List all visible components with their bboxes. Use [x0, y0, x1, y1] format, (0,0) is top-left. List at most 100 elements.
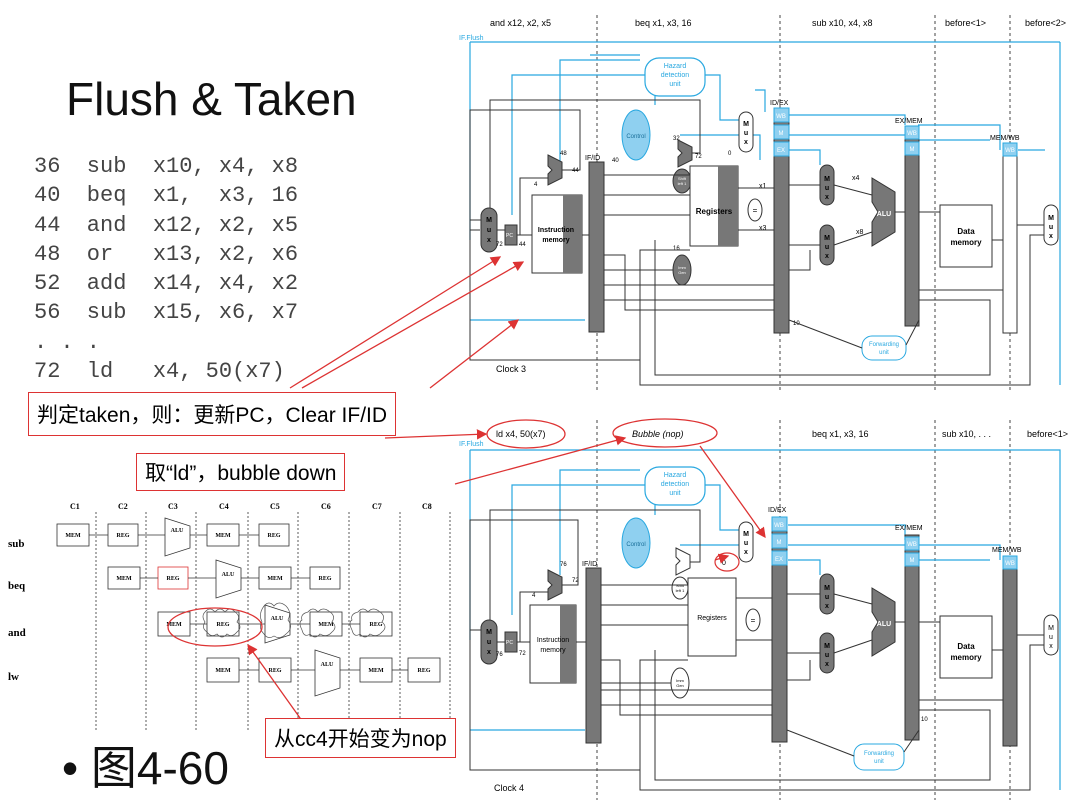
mux-label: x: [487, 649, 491, 656]
mux-label: u: [487, 227, 491, 234]
unit-label: MEM: [166, 622, 182, 628]
imem-label: memory: [540, 647, 566, 654]
m-label: M: [777, 540, 782, 546]
mux-label: x: [825, 661, 829, 668]
pc-adder: [547, 569, 563, 601]
mux-label: u: [825, 185, 829, 192]
const-label: 0: [728, 151, 732, 157]
m-label: M: [779, 131, 784, 137]
control-label: Control: [626, 542, 645, 548]
shift-label: left 1: [676, 588, 685, 593]
registers-label: Registers: [696, 207, 733, 216]
eq-label: =: [753, 206, 758, 215]
forwarding-unit: [853, 743, 905, 771]
num-label: 72: [496, 242, 503, 248]
unit-label: MEM: [215, 533, 231, 539]
num-label: 10: [793, 321, 800, 327]
m-field: [771, 533, 788, 549]
imm-label: Imm: [678, 265, 686, 270]
code-line: . . .: [34, 329, 101, 355]
equal-comparator: [745, 608, 761, 632]
instr-label: beq: [8, 580, 26, 592]
m-field: [773, 124, 790, 140]
unit-label: REG: [318, 576, 331, 582]
stage-label: sub x10, . . .: [942, 429, 991, 439]
cycle-label: C2: [118, 502, 128, 511]
hazard-label: Hazard: [664, 63, 687, 70]
code-line: 48 or x13, x2, x6: [34, 241, 299, 267]
mem-wb-register: [1002, 555, 1018, 747]
code-line: 40 beq x1, x3, 16: [34, 183, 299, 209]
num-label: 4: [532, 593, 536, 599]
forwarding-label: unit: [874, 759, 884, 765]
if-id-register: [585, 567, 602, 744]
code-line: 56 sub x15, x6, x7: [34, 300, 299, 326]
wb-label: WB: [907, 131, 917, 137]
dmem-label: memory: [950, 238, 982, 247]
datapath-top: and x12, x2, x5 beq x1, x3, 16 sub x10, …: [459, 15, 1066, 390]
equal-comparator: [747, 198, 763, 222]
if-flush-label: IF.Flush: [459, 441, 484, 448]
num-label: 40: [612, 158, 619, 164]
stage-label: before<1>: [945, 18, 986, 28]
mux-label: u: [825, 652, 829, 659]
alu-label: ALU: [877, 211, 891, 218]
unit-label: ALU: [222, 572, 235, 578]
mux-label: M: [1048, 625, 1054, 632]
code-line: 52 add x14, x4, x2: [34, 271, 299, 297]
imem-label: memory: [542, 237, 569, 244]
mux-label: M: [743, 531, 749, 538]
forwarding-unit: [861, 335, 907, 361]
mux-label: M: [824, 176, 830, 183]
imem-label: Instruction: [537, 637, 569, 644]
mux-label: x: [744, 549, 748, 556]
cycle-label: C5: [270, 502, 280, 511]
callout-taken: 判定taken，则：更新PC，Clear IF/ID: [28, 392, 397, 436]
m-label: M: [910, 147, 915, 153]
branch-adder: [677, 139, 693, 168]
wb-field: [1002, 555, 1018, 570]
dmem-label: Data: [957, 227, 975, 236]
unit-label: MEM: [368, 668, 384, 674]
reg-label: x8: [856, 229, 864, 236]
zero-highlight: [714, 552, 740, 572]
mem-wb-register: [1002, 142, 1018, 334]
stage-label: Bubble (nop): [632, 429, 684, 439]
num-label: 10: [921, 717, 928, 723]
dmem-label: Data: [957, 642, 975, 651]
code-line: 72 ld x4, 50(x7): [34, 359, 285, 385]
mux-label: M: [824, 643, 830, 650]
wb-field: [904, 125, 920, 140]
cycle-label: C7: [372, 502, 382, 511]
m-field: [904, 141, 920, 156]
imm-label: Gen: [678, 270, 686, 275]
instruction-memory-shade: [560, 605, 576, 683]
instr-label: lw: [8, 671, 19, 683]
mux-label: x: [825, 253, 829, 260]
unit-label: REG: [166, 576, 179, 582]
cycle-label: C3: [168, 502, 178, 511]
control-label: Control: [626, 134, 645, 140]
clock-label: Clock 3: [496, 364, 526, 374]
hazard-label: unit: [669, 490, 680, 497]
wb-field: [773, 107, 790, 123]
if-id-register: [588, 161, 605, 333]
mux-label: x: [1049, 233, 1053, 240]
mux-label: M: [824, 585, 830, 592]
callout-fetch: 取“ld”，bubble down: [136, 453, 346, 491]
mux-label: u: [1049, 224, 1053, 231]
wb-label: WB: [907, 542, 917, 548]
if-flush-label: IF.Flush: [459, 35, 484, 42]
shift-label: left 1: [678, 181, 687, 186]
pc-label: PC: [506, 640, 513, 646]
forwarding-label: unit: [879, 350, 889, 356]
instruction-memory-shade: [563, 195, 582, 273]
unit-label: REG: [116, 533, 129, 539]
clock-label: Clock 4: [494, 783, 524, 793]
unit-label: REG: [216, 622, 229, 628]
reg-label: x3: [759, 225, 767, 232]
m-label: M: [910, 558, 915, 564]
hazard-label: Hazard: [664, 472, 687, 479]
